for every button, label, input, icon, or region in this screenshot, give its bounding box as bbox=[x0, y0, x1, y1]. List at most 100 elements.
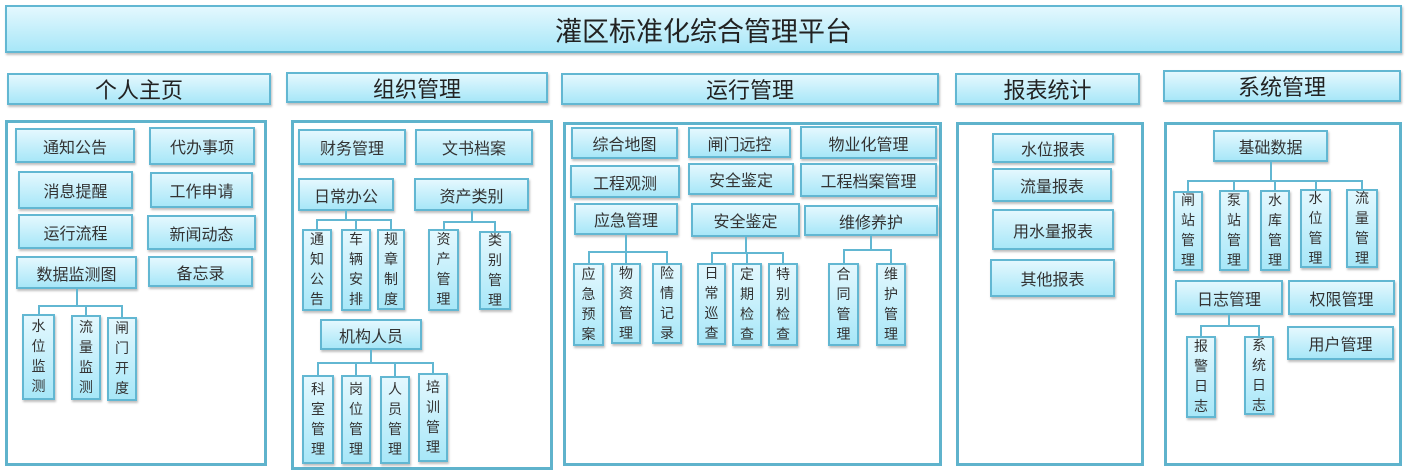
header-reports[interactable]: 报表统计 bbox=[955, 73, 1140, 105]
connector-line bbox=[370, 350, 372, 362]
node-gate-remote[interactable]: 闸门远控 bbox=[688, 127, 791, 158]
node-gate-opening[interactable]: 闸门开度 bbox=[107, 317, 137, 401]
header-system[interactable]: 系统管理 bbox=[1163, 70, 1401, 102]
node-work-request[interactable]: 工作申请 bbox=[150, 172, 253, 208]
connector-line bbox=[432, 362, 434, 373]
node-special-inspection[interactable]: 特别检查 bbox=[768, 263, 798, 346]
connector-line bbox=[76, 289, 78, 305]
connector-line bbox=[355, 362, 357, 375]
node-asset-management[interactable]: 资产管理 bbox=[428, 229, 459, 311]
node-property-management[interactable]: 物业化管理 bbox=[800, 126, 937, 159]
node-workflow[interactable]: 运行流程 bbox=[18, 214, 133, 249]
node-department[interactable]: 科室管理 bbox=[302, 375, 334, 464]
connector-line bbox=[355, 219, 357, 229]
node-flow-monitor[interactable]: 流量监测 bbox=[71, 315, 101, 400]
header-personal-home[interactable]: 个人主页 bbox=[7, 73, 271, 105]
connector-line bbox=[85, 305, 87, 315]
connector-line bbox=[1233, 180, 1235, 190]
connector-line bbox=[443, 221, 445, 229]
node-message[interactable]: 消息提醒 bbox=[18, 171, 133, 209]
node-news[interactable]: 新闻动态 bbox=[147, 215, 256, 250]
node-base-data[interactable]: 基础数据 bbox=[1213, 130, 1328, 162]
connector-line bbox=[316, 219, 318, 229]
connector-line bbox=[711, 252, 713, 263]
node-engineering-archive[interactable]: 工程档案管理 bbox=[800, 163, 937, 197]
connector-line bbox=[471, 211, 473, 221]
connector-line bbox=[870, 236, 872, 249]
node-asset-category[interactable]: 资产类别 bbox=[414, 178, 529, 211]
node-emergency-plan[interactable]: 应急预案 bbox=[573, 263, 604, 346]
connector-line bbox=[588, 251, 668, 253]
connector-line bbox=[390, 219, 392, 229]
node-regulations[interactable]: 规章制度 bbox=[377, 229, 405, 310]
node-water-level-monitor[interactable]: 水位监测 bbox=[22, 314, 55, 400]
node-other-report[interactable]: 其他报表 bbox=[990, 259, 1115, 297]
node-contract[interactable]: 合同管理 bbox=[828, 263, 859, 346]
connector-line bbox=[1200, 325, 1260, 327]
node-vehicle[interactable]: 车辆安排 bbox=[341, 229, 371, 311]
connector-line bbox=[1315, 180, 1317, 189]
node-water-level-report[interactable]: 水位报表 bbox=[992, 133, 1114, 163]
node-office-notice[interactable]: 通知公告 bbox=[302, 229, 332, 311]
node-map[interactable]: 综合地图 bbox=[571, 127, 678, 159]
node-engineering-observation[interactable]: 工程观测 bbox=[570, 165, 680, 198]
connector-line bbox=[316, 219, 392, 221]
node-incident-record[interactable]: 险情记录 bbox=[652, 263, 682, 344]
node-flow[interactable]: 流量管理 bbox=[1346, 189, 1378, 268]
node-emergency[interactable]: 应急管理 bbox=[574, 203, 678, 235]
connector-line bbox=[345, 211, 347, 219]
node-upkeep[interactable]: 维护管理 bbox=[876, 263, 906, 346]
header-operation[interactable]: 运行管理 bbox=[561, 73, 939, 105]
node-alarm-log[interactable]: 报警日志 bbox=[1186, 336, 1216, 418]
node-staff[interactable]: 机构人员 bbox=[320, 319, 422, 350]
connector-line bbox=[494, 221, 496, 231]
node-position[interactable]: 岗位管理 bbox=[341, 375, 371, 464]
node-category-management[interactable]: 类别管理 bbox=[479, 231, 511, 310]
connector-line bbox=[745, 237, 747, 252]
node-system-log[interactable]: 系统日志 bbox=[1244, 336, 1274, 415]
node-monitor-chart[interactable]: 数据监测图 bbox=[16, 256, 137, 289]
node-water-usage-report[interactable]: 用水量报表 bbox=[992, 209, 1114, 250]
node-daily-inspection[interactable]: 日常巡查 bbox=[697, 263, 726, 345]
connector-line bbox=[666, 251, 668, 263]
node-memo[interactable]: 备忘录 bbox=[148, 256, 253, 287]
node-materials[interactable]: 物资管理 bbox=[611, 263, 641, 344]
node-gate-station[interactable]: 闸站管理 bbox=[1173, 191, 1203, 271]
connector-line bbox=[1258, 325, 1260, 336]
node-log-management[interactable]: 日志管理 bbox=[1175, 280, 1283, 315]
connector-line bbox=[1228, 315, 1230, 325]
connector-line bbox=[38, 305, 123, 307]
node-finance[interactable]: 财务管理 bbox=[298, 129, 406, 165]
connector-line bbox=[1187, 180, 1189, 191]
node-water-level[interactable]: 水位管理 bbox=[1300, 189, 1331, 268]
connector-line bbox=[1361, 180, 1363, 189]
node-safety-appraisal[interactable]: 安全鉴定 bbox=[688, 163, 794, 195]
connector-line bbox=[1270, 162, 1272, 180]
connector-line bbox=[782, 252, 784, 263]
node-flow-report[interactable]: 流量报表 bbox=[992, 168, 1112, 202]
connector-line bbox=[443, 221, 496, 223]
connector-line bbox=[588, 251, 590, 263]
connector-line bbox=[1200, 325, 1202, 336]
node-safety-appraisal-2[interactable]: 安全鉴定 bbox=[691, 203, 800, 237]
header-organization[interactable]: 组织管理 bbox=[286, 72, 548, 103]
node-todo[interactable]: 代办事项 bbox=[149, 127, 255, 165]
connector-line bbox=[38, 305, 40, 314]
node-documents[interactable]: 文书档案 bbox=[415, 129, 533, 165]
node-user-management[interactable]: 用户管理 bbox=[1287, 326, 1394, 360]
node-reservoir[interactable]: 水库管理 bbox=[1260, 190, 1290, 271]
node-periodic-inspection[interactable]: 定期检查 bbox=[732, 263, 762, 346]
connector-line bbox=[317, 362, 319, 375]
node-maintenance[interactable]: 维修养护 bbox=[804, 205, 938, 236]
connector-line bbox=[843, 249, 892, 251]
node-daily-office[interactable]: 日常办公 bbox=[298, 178, 394, 211]
node-notice[interactable]: 通知公告 bbox=[15, 128, 135, 163]
node-permission[interactable]: 权限管理 bbox=[1288, 280, 1395, 315]
node-training[interactable]: 培训管理 bbox=[418, 373, 448, 462]
connector-line bbox=[317, 362, 434, 364]
connector-line bbox=[121, 305, 123, 317]
connector-line bbox=[625, 251, 627, 263]
page-title[interactable]: 灌区标准化综合管理平台 bbox=[5, 5, 1402, 53]
node-pump-station[interactable]: 泵站管理 bbox=[1219, 190, 1249, 271]
node-personnel[interactable]: 人员管理 bbox=[380, 376, 410, 464]
